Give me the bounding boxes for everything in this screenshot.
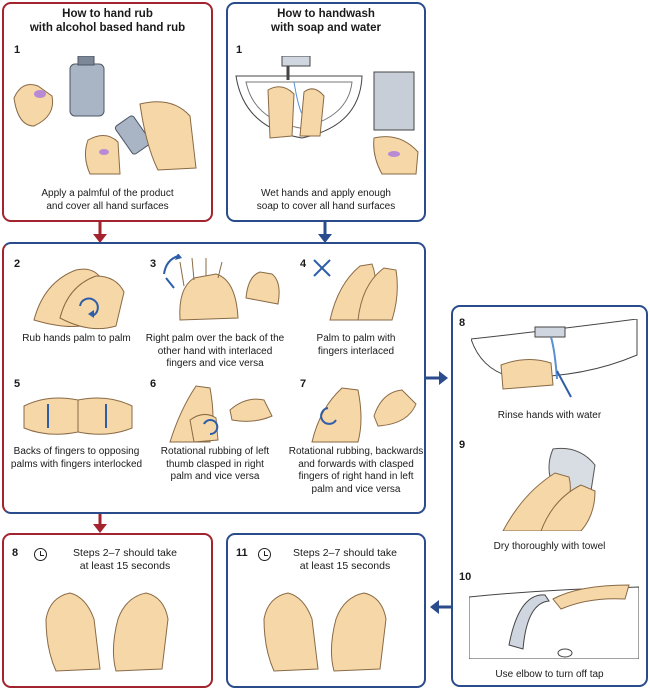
- dry-caption: Dry thoroughly with towel: [493, 541, 606, 552]
- rotational-rubbing-illustration: [311, 387, 417, 443]
- handwash-title: How to handwash with soap and water: [271, 8, 381, 34]
- hand-rub-title: How to hand rub with alcohol based hand …: [29, 8, 186, 34]
- elbow-off-tap-illustration: [469, 584, 639, 659]
- arrow-rub-to-steps-head: [93, 234, 107, 243]
- step-3-number: 3: [150, 258, 157, 270]
- rinse-caption: Rinse hands with water: [497, 410, 602, 421]
- step-4-caption: Palm to palm with fingers interlaced: [316, 333, 396, 357]
- rub-end-text: Steps 2–7 should take at least 15 second…: [73, 547, 177, 572]
- step-2-caption: Rub hands palm to palm: [22, 333, 131, 344]
- step-5-number: 5: [14, 378, 21, 390]
- step-2-number: 2: [14, 258, 21, 270]
- clock-icon: [34, 548, 47, 561]
- wet-hands-illustration: [235, 56, 419, 175]
- arrow-steps-to-rinse-head: [439, 371, 448, 385]
- step-6-number: 6: [150, 378, 157, 390]
- rinse-step-number: 8: [459, 317, 466, 329]
- handwash-box: How to handwash with soap and water 1 We…: [226, 2, 426, 222]
- wash-end-box: 11 Steps 2–7 should take at least 15 sec…: [226, 533, 426, 688]
- rub-end-box: 8 Steps 2–7 should take at least 15 seco…: [2, 533, 213, 688]
- dry-step-number: 9: [459, 439, 466, 451]
- clock-icon: [258, 548, 271, 561]
- arrow-wash-to-steps-head: [318, 234, 332, 243]
- rinse-dry-box: 8 Rinse hands with water 9 Dry thoroughl…: [451, 305, 648, 687]
- wash-end-text: Steps 2–7 should take at least 15 second…: [293, 547, 397, 572]
- arrow-elbow-to-wash-end-head: [430, 600, 439, 614]
- elbow-step-number: 10: [459, 571, 472, 583]
- handwash-step-number: 1: [236, 44, 243, 56]
- dry-with-towel-illustration: [502, 447, 596, 531]
- clean-hands-illustration: [263, 592, 387, 672]
- step-4-number: 4: [300, 258, 307, 270]
- hand-rub-caption: Apply a palmful of the product and cover…: [41, 188, 174, 212]
- step-5-caption: Backs of fingers to opposing palms with …: [10, 446, 143, 470]
- fingers-interlaced-illustration: [313, 259, 398, 321]
- rub-end-number: 8: [12, 547, 19, 559]
- rub-palm-to-palm-illustration: [33, 268, 125, 330]
- handwash-caption: Wet hands and apply enough soap to cover…: [256, 188, 396, 212]
- step-3-caption: Right palm over the back of the other ha…: [145, 333, 285, 369]
- apply-handrub-illustration: [13, 56, 197, 175]
- back-of-hand-illustration: [163, 254, 280, 321]
- arrow-steps-to-rub-end-head: [93, 524, 107, 533]
- backs-of-fingers-illustration: [23, 397, 133, 435]
- step-6-caption: Rotational rubbing of left thumb clasped…: [160, 446, 270, 482]
- elbow-caption: Use elbow to turn off tap: [495, 669, 604, 680]
- wash-end-number: 11: [236, 547, 248, 559]
- rinse-hands-illustration: [471, 319, 638, 398]
- thumb-rubbing-illustration: [169, 385, 273, 443]
- step-7-number: 7: [300, 378, 307, 390]
- step-7-caption: Rotational rubbing, backwards and forwar…: [288, 446, 424, 495]
- hand-rub-step-number: 1: [14, 44, 21, 56]
- dry-hands-illustration: [45, 592, 169, 672]
- common-steps-box: 2 Rub hands palm to palm 3 Right palm ov…: [2, 242, 426, 514]
- hand-rub-box: How to hand rub with alcohol based hand …: [2, 2, 213, 222]
